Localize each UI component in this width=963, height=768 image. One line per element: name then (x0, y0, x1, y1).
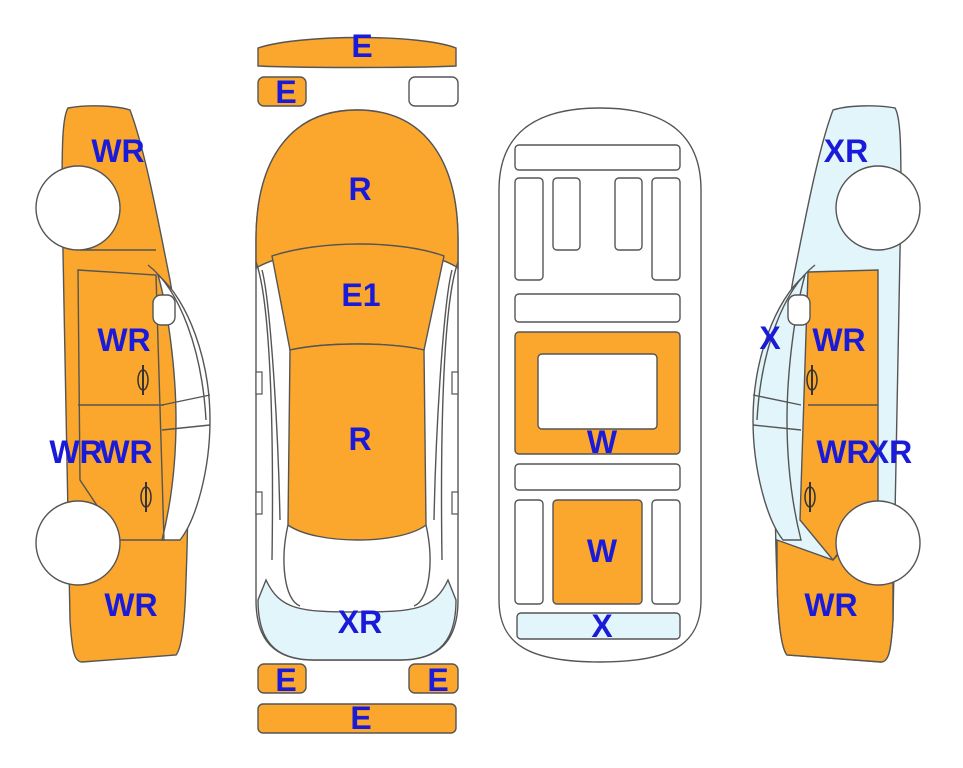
label-rear-bumper: E (350, 700, 371, 736)
label-right-front-door: WR (812, 322, 865, 358)
floor-front-opening (537, 353, 658, 430)
damage-labels: E E R E1 R XR E E E W W X WR WR WR WR WR… (49, 28, 912, 736)
right-rear-wheel[interactable] (835, 500, 921, 586)
left-side-view (35, 105, 211, 663)
front-right-corner-panel[interactable] (408, 76, 459, 107)
label-left-rear-door: WR (99, 434, 152, 470)
left-rear-door-handle (140, 482, 152, 512)
label-hood: R (348, 171, 371, 207)
underside-view (498, 107, 702, 663)
right-glass-area (752, 273, 807, 541)
label-rear-left-corner: E (275, 662, 296, 698)
label-floor-front: W (587, 424, 618, 460)
label-right-rear-fender: WR (804, 587, 857, 623)
right-side-view (752, 105, 921, 663)
left-glass-area (156, 273, 211, 541)
label-floor-rear: W (587, 533, 618, 569)
label-rear-right-corner: E (427, 662, 448, 698)
right-front-wheel[interactable] (835, 165, 921, 251)
label-floor-strip: X (591, 608, 613, 644)
front-left-corner-panel[interactable] (257, 76, 307, 107)
right-front-door-handle (806, 365, 818, 395)
label-front-bumper: E (351, 28, 372, 64)
rear-left-corner-panel[interactable] (257, 663, 307, 694)
floor-rear-panel[interactable] (552, 499, 643, 605)
label-left-front-door: WR (97, 322, 150, 358)
left-mirror (152, 294, 176, 326)
right-rear-door-handle (804, 482, 816, 512)
label-front-left-corner: E (275, 74, 296, 110)
label-left-pillar: WR (49, 434, 102, 470)
left-front-wheel[interactable] (35, 165, 121, 251)
top-view (255, 36, 459, 734)
label-windshield: E1 (341, 277, 380, 313)
label-right-front-fender: XR (824, 133, 868, 169)
left-rear-wheel[interactable] (35, 500, 121, 586)
floor-rear-strip[interactable] (516, 612, 681, 640)
label-roof: R (348, 421, 371, 457)
trunk-panel[interactable] (257, 578, 457, 661)
rear-bumper-panel[interactable] (257, 703, 457, 734)
right-mirror-top (451, 371, 459, 395)
right-mirror (787, 294, 811, 326)
left-mirror-top (255, 371, 263, 395)
rear-right-corner-panel[interactable] (408, 663, 459, 694)
label-left-rear-fender: WR (104, 587, 157, 623)
left-front-door-handle (137, 365, 149, 395)
label-trunk: XR (338, 604, 382, 640)
label-right-pillar: XR (868, 434, 912, 470)
label-left-front-fender: WR (91, 133, 144, 169)
label-right-rear-door: WR (816, 434, 869, 470)
label-right-window: X (759, 320, 781, 356)
front-bumper-panel[interactable] (257, 36, 457, 69)
